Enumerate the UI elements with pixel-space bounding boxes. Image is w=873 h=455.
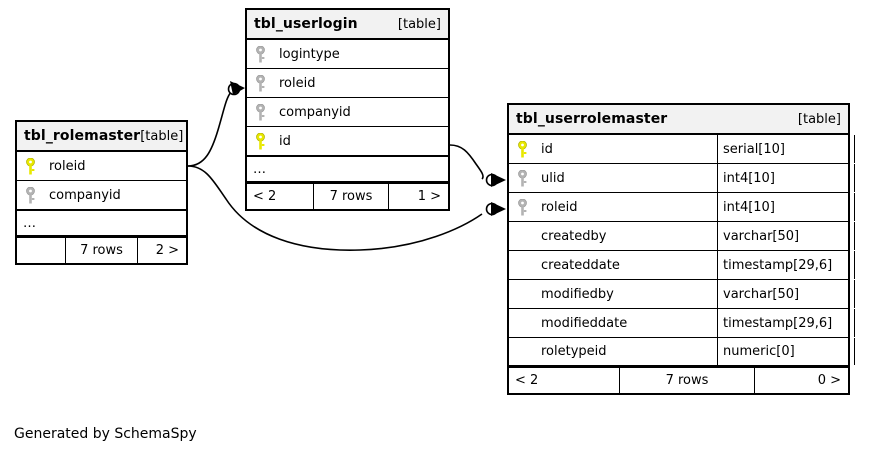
column-name: companyid [49,187,121,203]
table-kind-label: [table] [797,111,841,127]
column-name: id [541,141,553,157]
edge-endpoint-circle [485,173,499,187]
table-row[interactable]: id serial[10] [509,135,855,164]
column-name: createdby [541,228,607,244]
row-count-label: 7 rows [313,184,388,209]
primary-key-icon [17,152,43,180]
column-name: modifiedby [541,286,614,302]
table-row[interactable]: modifiedby varchar[50] [509,280,855,309]
table-tbl_rolemaster[interactable]: tbl_rolemaster [table] roleid [15,120,188,265]
table-row[interactable]: roletypeid numeric[0] [509,338,855,367]
column-spacer [854,309,855,337]
table-title: tbl_userlogin [254,16,358,32]
next-page-button[interactable]: 1 > [388,184,448,209]
edge-userlogin-id-to-userrolemaster-ulid [449,144,484,180]
no-key-spacer [509,338,535,365]
table-row[interactable]: createddate timestamp[29,6] [509,251,855,280]
table-row[interactable]: logintype [247,40,448,69]
table-row[interactable]: roleid int4[10] [509,193,855,222]
column-spacer [854,193,855,221]
table-title: tbl_rolemaster [24,128,141,144]
column-type: timestamp[29,6] [717,251,854,279]
column-name: companyid [279,104,351,120]
next-page-button[interactable]: 2 > [137,238,186,263]
column-spacer [854,135,855,163]
column-spacer [854,164,855,192]
column-name: createddate [541,257,620,273]
column-type: int4[10] [717,193,854,221]
column-name: roleid [279,75,316,91]
column-name: logintype [279,46,340,62]
edge-arrowhead [491,202,506,216]
generated-by-caption: Generated by SchemaSpy [14,426,197,442]
column-type: varchar[50] [717,222,854,250]
table-footer: 7 rows 2 > [17,237,186,263]
column-name: roleid [49,158,86,174]
table-row[interactable]: roleid [247,69,448,98]
primary-key-icon [247,127,273,155]
column-name: ulid [541,170,565,186]
table-footer: < 2 7 rows 1 > [247,183,448,209]
table-tbl_userrolemaster[interactable]: tbl_userrolemaster [table] id serial[10] [507,103,855,395]
no-key-spacer [509,280,535,308]
edge-arrowhead [491,173,506,187]
column-spacer [854,251,855,279]
column-type: timestamp[29,6] [717,309,854,337]
column-name: roleid [541,199,578,215]
edge-rolemaster-roleid-to-userlogin-roleid [187,91,232,167]
column-type: varchar[50] [717,280,854,308]
table-row[interactable]: ulid int4[10] [509,164,855,193]
row-count-label: 7 rows [65,238,137,263]
table-row[interactable]: createdby varchar[50] [509,222,855,251]
table-kind-label: [table] [397,16,441,32]
table-header: tbl_rolemaster [table] [17,122,186,152]
column-type: int4[10] [717,164,854,192]
primary-key-icon [509,135,535,163]
foreign-key-icon [247,69,273,97]
no-key-spacer [509,251,535,279]
column-name: modifieddate [541,315,628,331]
foreign-key-icon [17,181,43,209]
foreign-key-icon [509,193,535,221]
foreign-key-icon [509,164,535,192]
more-columns-indicator: … [17,210,186,237]
prev-page-button[interactable] [17,238,65,263]
foreign-key-icon [247,40,273,68]
edge-endpoint-circle [485,202,499,216]
table-footer: < 2 7 rows 0 > [509,367,848,393]
edge-arrowhead [230,81,245,95]
column-type: numeric[0] [717,338,854,365]
table-header: tbl_userrolemaster [table] [509,105,848,135]
table-row[interactable]: modifieddate timestamp[29,6] [509,309,855,338]
column-spacer [854,280,855,308]
table-row[interactable]: id [247,127,448,156]
column-spacer [854,222,855,250]
foreign-key-icon [247,98,273,126]
next-page-button[interactable]: 0 > [754,368,848,393]
column-spacer [854,338,855,365]
table-header: tbl_userlogin [table] [247,10,448,40]
table-row[interactable]: roleid [17,152,186,181]
prev-page-button[interactable]: < 2 [515,373,539,388]
prev-page-button[interactable]: < 2 [253,189,277,204]
no-key-spacer [509,222,535,250]
edge-endpoint-circle [227,82,241,96]
more-columns-indicator: … [247,156,448,183]
column-name: roletypeid [541,344,607,359]
no-key-spacer [509,309,535,337]
column-name: id [279,133,291,149]
table-title: tbl_userrolemaster [516,111,668,127]
table-tbl_userlogin[interactable]: tbl_userlogin [table] logintype [245,8,450,211]
table-kind-label: [table] [140,128,184,144]
row-count-label: 7 rows [619,368,754,393]
table-row[interactable]: companyid [247,98,448,127]
column-type: serial[10] [717,135,854,163]
table-row[interactable]: companyid [17,181,186,210]
